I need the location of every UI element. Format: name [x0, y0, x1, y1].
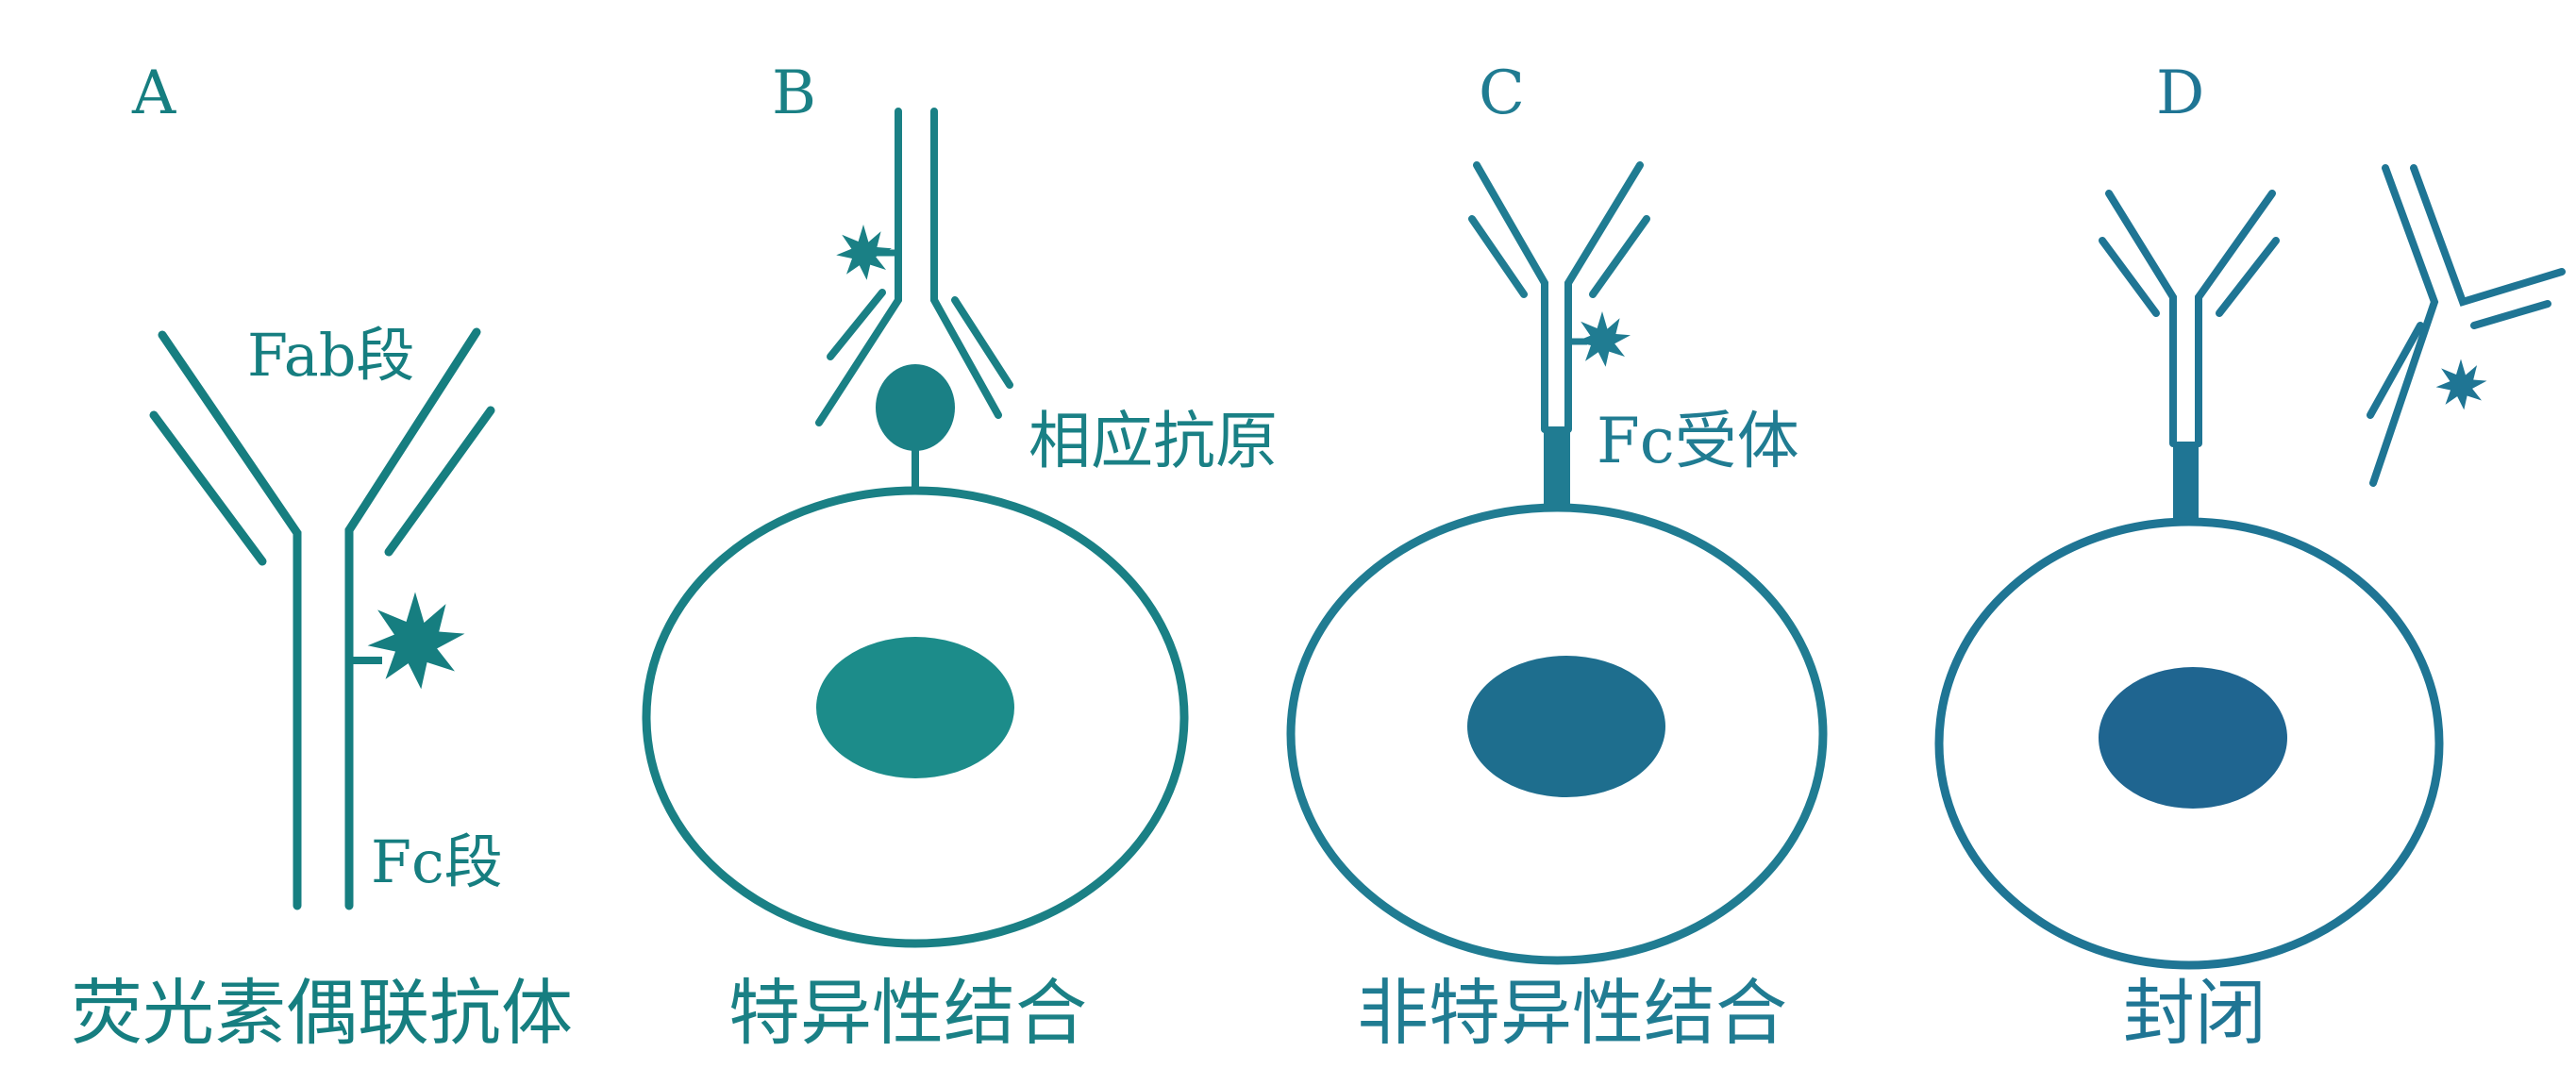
fluorescein-star-icon — [367, 592, 465, 690]
fc-receptor-shape — [1544, 426, 1570, 507]
panel-a: A Fab段 Fc段 荧光素偶联抗体 — [71, 58, 573, 1055]
panel-d-displaced-antibody — [2367, 164, 2566, 487]
panel-c-cell — [1286, 503, 1828, 965]
fc-fragment-label: Fc段 — [371, 827, 503, 896]
panel-c-letter: C — [1479, 58, 1525, 128]
panel-c-antibody — [1468, 161, 1650, 433]
panel-a-caption: 荧光素偶联抗体 — [71, 971, 573, 1055]
panel-b-nucleus — [816, 637, 1014, 778]
panel-b-antibody — [815, 108, 1013, 426]
panel-d-blocking-antibody — [2099, 190, 2280, 447]
fc-receptor-shape — [2173, 442, 2199, 519]
panel-a-letter: A — [131, 58, 176, 128]
fluorescein-star-icon — [836, 225, 892, 280]
fluorescein-star-icon — [2435, 359, 2487, 410]
panel-d-nucleus — [2099, 667, 2287, 809]
fluorescein-star-icon — [1575, 311, 1631, 367]
panel-c: C Fc受体 非特异性结合 — [1286, 58, 1828, 1055]
panel-b-cell — [642, 486, 1189, 948]
fc-receptor-label: Fc受体 — [1597, 405, 1799, 477]
panel-a-antibody — [149, 327, 495, 910]
panel-c-caption: 非特异性结合 — [1357, 971, 1787, 1055]
panel-b-caption: 特异性结合 — [728, 971, 1087, 1055]
fab-fragment-label: Fab段 — [247, 321, 414, 390]
panel-c-nucleus — [1467, 656, 1665, 797]
antigen-shape — [876, 364, 955, 451]
panel-d: D 封闭 — [1934, 58, 2566, 1055]
panel-b: B 相应抗原 特异性结合 — [642, 58, 1278, 1055]
panel-d-letter: D — [2156, 58, 2204, 128]
panel-d-cell — [1934, 517, 2444, 970]
panel-b-letter: B — [772, 58, 816, 128]
antigen-label: 相应抗原 — [1029, 405, 1278, 477]
panel-d-caption: 封闭 — [2123, 971, 2267, 1055]
